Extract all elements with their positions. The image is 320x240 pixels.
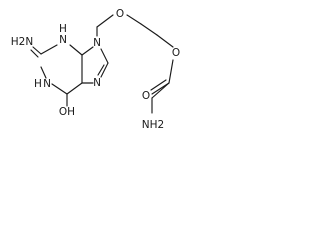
- atom-label-nh2: NH2: [142, 119, 164, 131]
- bond-oether-ch2: [126, 14, 142, 25]
- atom-label-ester-o: O: [172, 47, 180, 59]
- atom-label-n3: N: [59, 34, 67, 46]
- atom-label-oh: OH: [59, 106, 75, 118]
- bond-c2-n3: [40, 44, 58, 55]
- atom-label-n9: N: [93, 37, 101, 49]
- bond-n1-c2: [40, 66, 47, 79]
- purine-ring-bonds: [30, 44, 109, 107]
- bond-c4-n9: [81, 46, 94, 56]
- atom-label-h2n: H2N: [11, 36, 33, 48]
- bond-oester-ccarbonyl: [168, 59, 174, 84]
- bond-n9-c8: [100, 48, 109, 64]
- bond-c6-n1: [51, 83, 68, 95]
- atom-label-ether-o: O: [116, 8, 124, 20]
- bond-c2-nh2-b: [30, 49, 39, 58]
- bond-ch2-oester: [156, 34, 174, 48]
- bond-ccarbonyl-ch2: [151, 82, 170, 99]
- bond-ch2-oether: [96, 14, 114, 28]
- atom-label-n7: N: [93, 77, 101, 89]
- bond-co-double-b: [150, 79, 167, 91]
- side-chain-bonds: [96, 14, 174, 114]
- atom-labels: H2N H N H N OH N N O O O NH2: [11, 8, 180, 131]
- bond-c8-n7-a: [100, 62, 109, 78]
- bond-c2-nh2-a: [32, 46, 42, 55]
- bond-c5-c6: [66, 82, 83, 95]
- atom-label-n1-h: H: [34, 78, 42, 90]
- bond-ch2-ch2: [140, 23, 158, 36]
- bond-c8-n7-b: [97, 64, 105, 76]
- bond-n3-c4: [69, 44, 83, 56]
- atom-label-carbonyl-o: O: [142, 90, 150, 102]
- atom-label-n3-h: H: [59, 23, 67, 35]
- atom-label-n1: N: [43, 78, 51, 90]
- chemical-structure-diagram: H2N H N H N OH N N O O O NH2: [11, 8, 180, 131]
